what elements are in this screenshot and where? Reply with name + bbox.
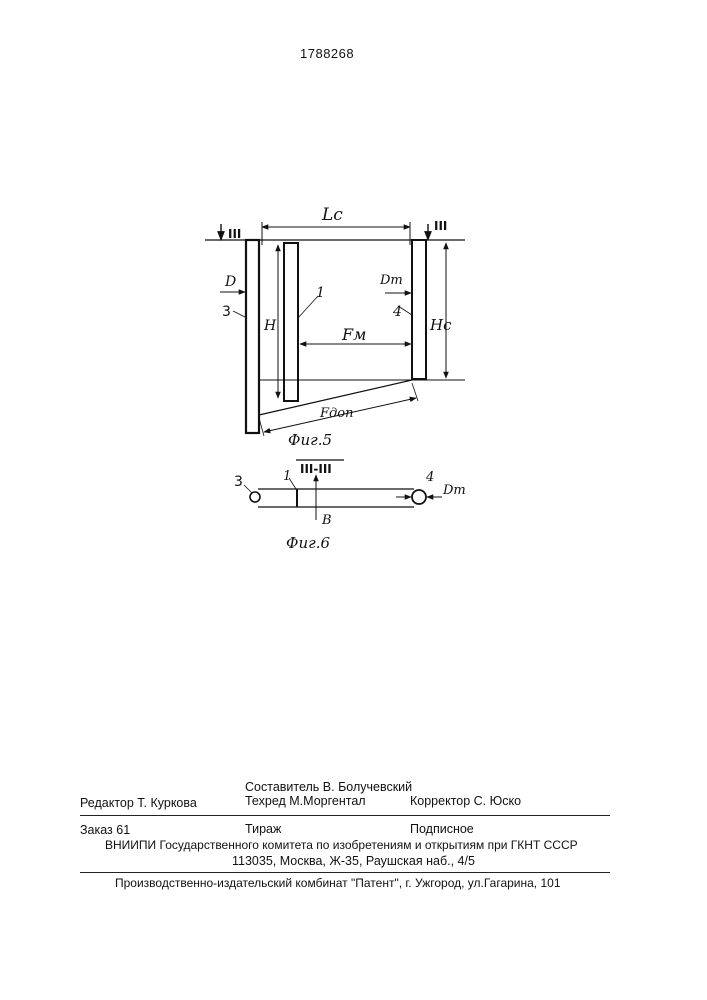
fig6-section-title: III-III xyxy=(300,462,332,476)
label-d: D xyxy=(224,274,236,290)
label-fm: Fм xyxy=(341,325,366,344)
label-hc: Hc xyxy=(429,316,452,334)
ref-1: 1 xyxy=(316,285,325,301)
fig6-ref-3: 3 xyxy=(234,474,243,490)
figure-6 xyxy=(244,460,442,520)
footer-address: 113035, Москва, Ж-35, Раушская наб., 4/5 xyxy=(232,854,475,868)
fig6-label-dt: Dт xyxy=(442,483,466,498)
pile-4-section xyxy=(412,490,426,504)
footer-publisher: Производственно-издательский комбинат "П… xyxy=(115,876,561,890)
label-lc: Lc xyxy=(321,205,343,225)
pile-3-section xyxy=(250,492,260,502)
fig6-ref-4: 4 xyxy=(425,470,434,485)
figure-5-caption: Фиг.5 xyxy=(288,431,332,449)
label-dt: Dт xyxy=(379,273,403,288)
footer-circulation: Тираж xyxy=(245,822,281,836)
footer-compiler: Составитель В. Болучевский xyxy=(245,780,412,794)
fig6-label-b: B xyxy=(321,513,332,528)
footer-rule-1 xyxy=(80,815,610,816)
figure-5 xyxy=(205,222,465,436)
figure-6-caption: Фиг.6 xyxy=(286,534,330,552)
footer-rule-2 xyxy=(80,872,610,873)
footer-vniipi: ВНИИПИ Государственного комитета по изоб… xyxy=(105,838,578,852)
pile-4 xyxy=(412,240,426,379)
section-mark-left: III xyxy=(228,227,241,241)
label-fdop: Fдоп xyxy=(319,406,353,421)
section-mark-right: III xyxy=(434,219,447,233)
footer-editor: Редактор Т. Куркова xyxy=(80,796,197,810)
footer-order: Заказ 61 xyxy=(80,823,130,837)
label-h: H xyxy=(263,318,277,334)
pile-1 xyxy=(284,243,298,401)
footer-subscription: Подписное xyxy=(410,822,474,836)
pile-3 xyxy=(246,240,259,433)
ref-3: 3 xyxy=(222,304,231,320)
ref-4: 4 xyxy=(392,304,402,320)
fig6-ref-1: 1 xyxy=(283,469,291,484)
footer-corrector: Корректор С. Юско xyxy=(410,794,521,808)
footer-techred: Техред М.Моргентал xyxy=(245,794,366,808)
